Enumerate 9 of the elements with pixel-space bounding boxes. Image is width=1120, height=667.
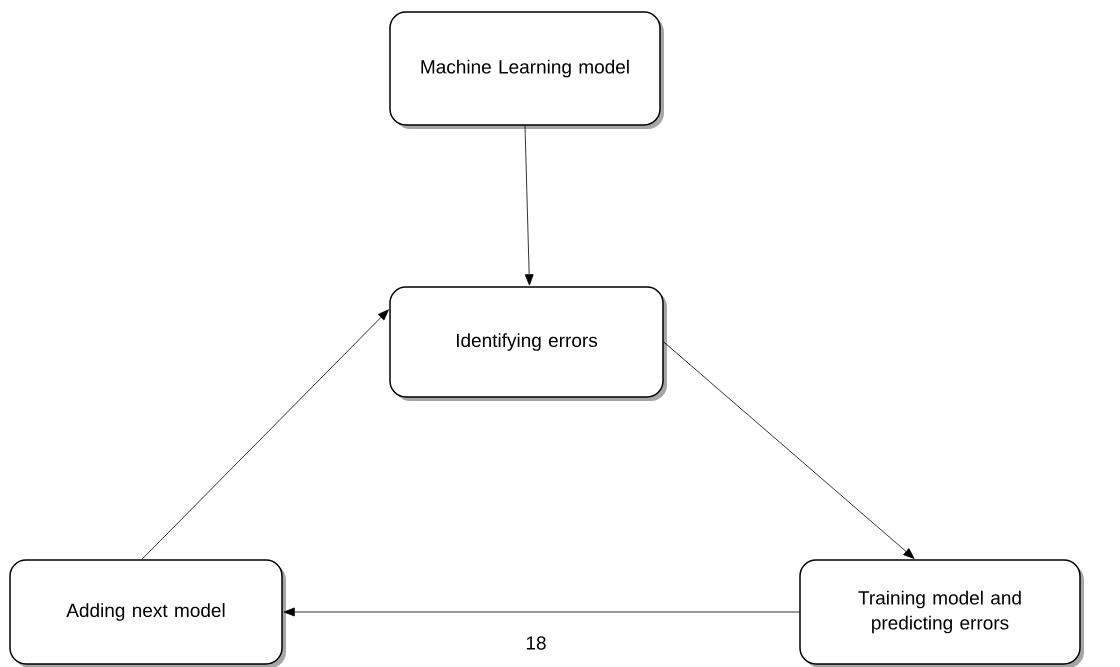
page-number: 18: [526, 636, 546, 650]
arrow: [524, 125, 534, 286]
process-box: Machine Learning model: [389, 11, 664, 129]
arrow: [663, 341, 915, 559]
process-box: Identifying errors: [389, 286, 667, 401]
arrow: [141, 309, 389, 560]
process-box: Adding next model: [9, 559, 286, 667]
process-box: Training model and predicting errors: [799, 559, 1084, 667]
arrow: [283, 607, 800, 617]
